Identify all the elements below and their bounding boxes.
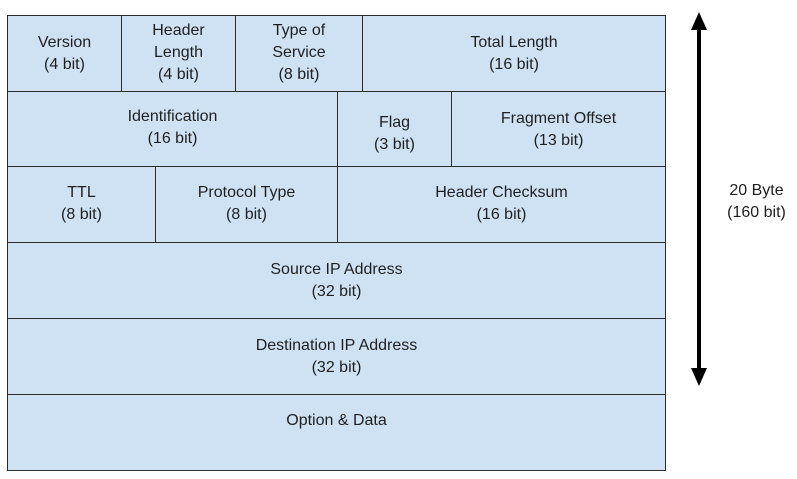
field-size: (4 bit) bbox=[158, 66, 199, 83]
field-label: Identification bbox=[127, 108, 218, 125]
field-label: Version bbox=[37, 34, 92, 51]
field-size: (8 bit) bbox=[226, 206, 267, 223]
field-size: (3 bit) bbox=[374, 136, 415, 153]
field-label: Service bbox=[272, 44, 326, 61]
field-size: (4 bit) bbox=[44, 56, 85, 73]
field-label: Length bbox=[154, 44, 203, 61]
field-size: (13 bit) bbox=[533, 132, 584, 149]
field-protocol-type: Protocol Type (8 bit) bbox=[155, 166, 338, 243]
field-header-length: Header Length (4 bit) bbox=[121, 15, 236, 92]
field-destination-ip-address: Destination IP Address (32 bit) bbox=[7, 318, 666, 395]
field-label: Header bbox=[152, 22, 205, 39]
field-label: Fragment Offset bbox=[500, 110, 617, 127]
field-label: Source IP Address bbox=[270, 261, 403, 278]
field-label: Total Length bbox=[470, 34, 558, 51]
field-header-checksum: Header Checksum (16 bit) bbox=[337, 166, 666, 243]
field-option-and-data: Option & Data bbox=[7, 394, 666, 471]
field-total-length: Total Length (16 bit) bbox=[362, 15, 666, 92]
header-size-bytes: 20 Byte bbox=[729, 182, 784, 199]
double-headed-arrow-icon bbox=[691, 12, 707, 386]
field-version: Version (4 bit) bbox=[7, 15, 122, 92]
header-size-bits: (160 bit) bbox=[727, 204, 786, 221]
field-source-ip-address: Source IP Address (32 bit) bbox=[7, 242, 666, 319]
field-size: (32 bit) bbox=[311, 359, 362, 376]
field-ttl: TTL (8 bit) bbox=[7, 166, 156, 243]
field-label: Header Checksum bbox=[435, 184, 568, 201]
field-label: Flag bbox=[378, 114, 411, 131]
field-size: (32 bit) bbox=[311, 283, 362, 300]
field-label: Destination IP Address bbox=[255, 337, 418, 354]
field-identification: Identification (16 bit) bbox=[7, 91, 338, 167]
field-size: (16 bit) bbox=[489, 56, 539, 73]
field-size: (16 bit) bbox=[476, 206, 527, 223]
field-flag: Flag (3 bit) bbox=[337, 91, 452, 167]
header-size-label: 20 Byte (160 bit) bbox=[716, 180, 797, 224]
field-label: Type of bbox=[272, 22, 326, 39]
field-fragment-offset: Fragment Offset (13 bit) bbox=[451, 91, 666, 167]
field-type-of-service: Type of Service (8 bit) bbox=[235, 15, 363, 92]
field-label: TTL bbox=[67, 184, 96, 201]
field-size: (16 bit) bbox=[147, 130, 198, 147]
field-label: Protocol Type bbox=[197, 184, 296, 201]
field-size: (8 bit) bbox=[61, 206, 102, 223]
field-label: Option & Data bbox=[286, 412, 387, 429]
field-size: (8 bit) bbox=[278, 66, 320, 83]
